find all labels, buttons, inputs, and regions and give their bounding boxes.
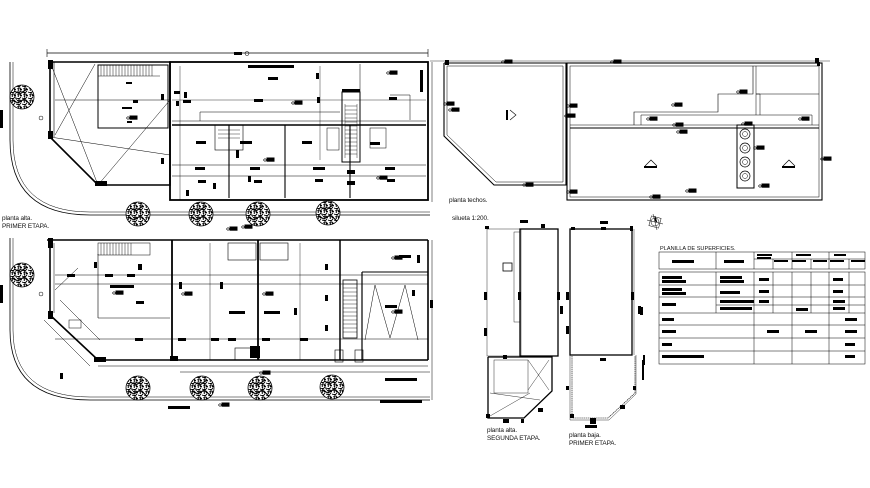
- plan-subtitle: PRIMER ETAPA.: [2, 222, 50, 230]
- label-planta-alta-segunda-etapa: planta alta. SEGUNDA ETAPA.: [487, 427, 541, 442]
- plan-planta-baja-main: [0, 224, 433, 409]
- label-planta-alta-primer-etapa: planta alta. PRIMER ETAPA.: [2, 215, 49, 230]
- label-planta-techos: planta techos.: [449, 197, 488, 205]
- plan-title: planta techos.: [449, 197, 488, 204]
- plan-title: silueta 1:200.: [452, 215, 489, 222]
- plan-silueta-primer-etapa: [566, 221, 644, 428]
- north-arrow-icon: [646, 213, 664, 231]
- surface-table: [640, 251, 866, 365]
- plan-planta-alta-primer-etapa: [0, 49, 433, 227]
- plan-silueta-segunda-etapa: [484, 220, 563, 423]
- plan-subtitle: PRIMER ETAPA.: [569, 439, 617, 447]
- label-planta-baja-primer-etapa: planta baja. PRIMER ETAPA.: [569, 432, 616, 447]
- plan-title: planta baja.: [569, 432, 601, 439]
- plan-title: planta alta.: [487, 427, 518, 434]
- plan-subtitle: SEGUNDA ETAPA.: [487, 434, 541, 442]
- surface-table-title: PLANILLA DE SUPERFICIES.: [660, 246, 736, 252]
- plan-title: planta alta.: [2, 215, 33, 222]
- label-silueta: silueta 1:200.: [452, 215, 489, 223]
- plan-planta-techos: [430, 58, 832, 201]
